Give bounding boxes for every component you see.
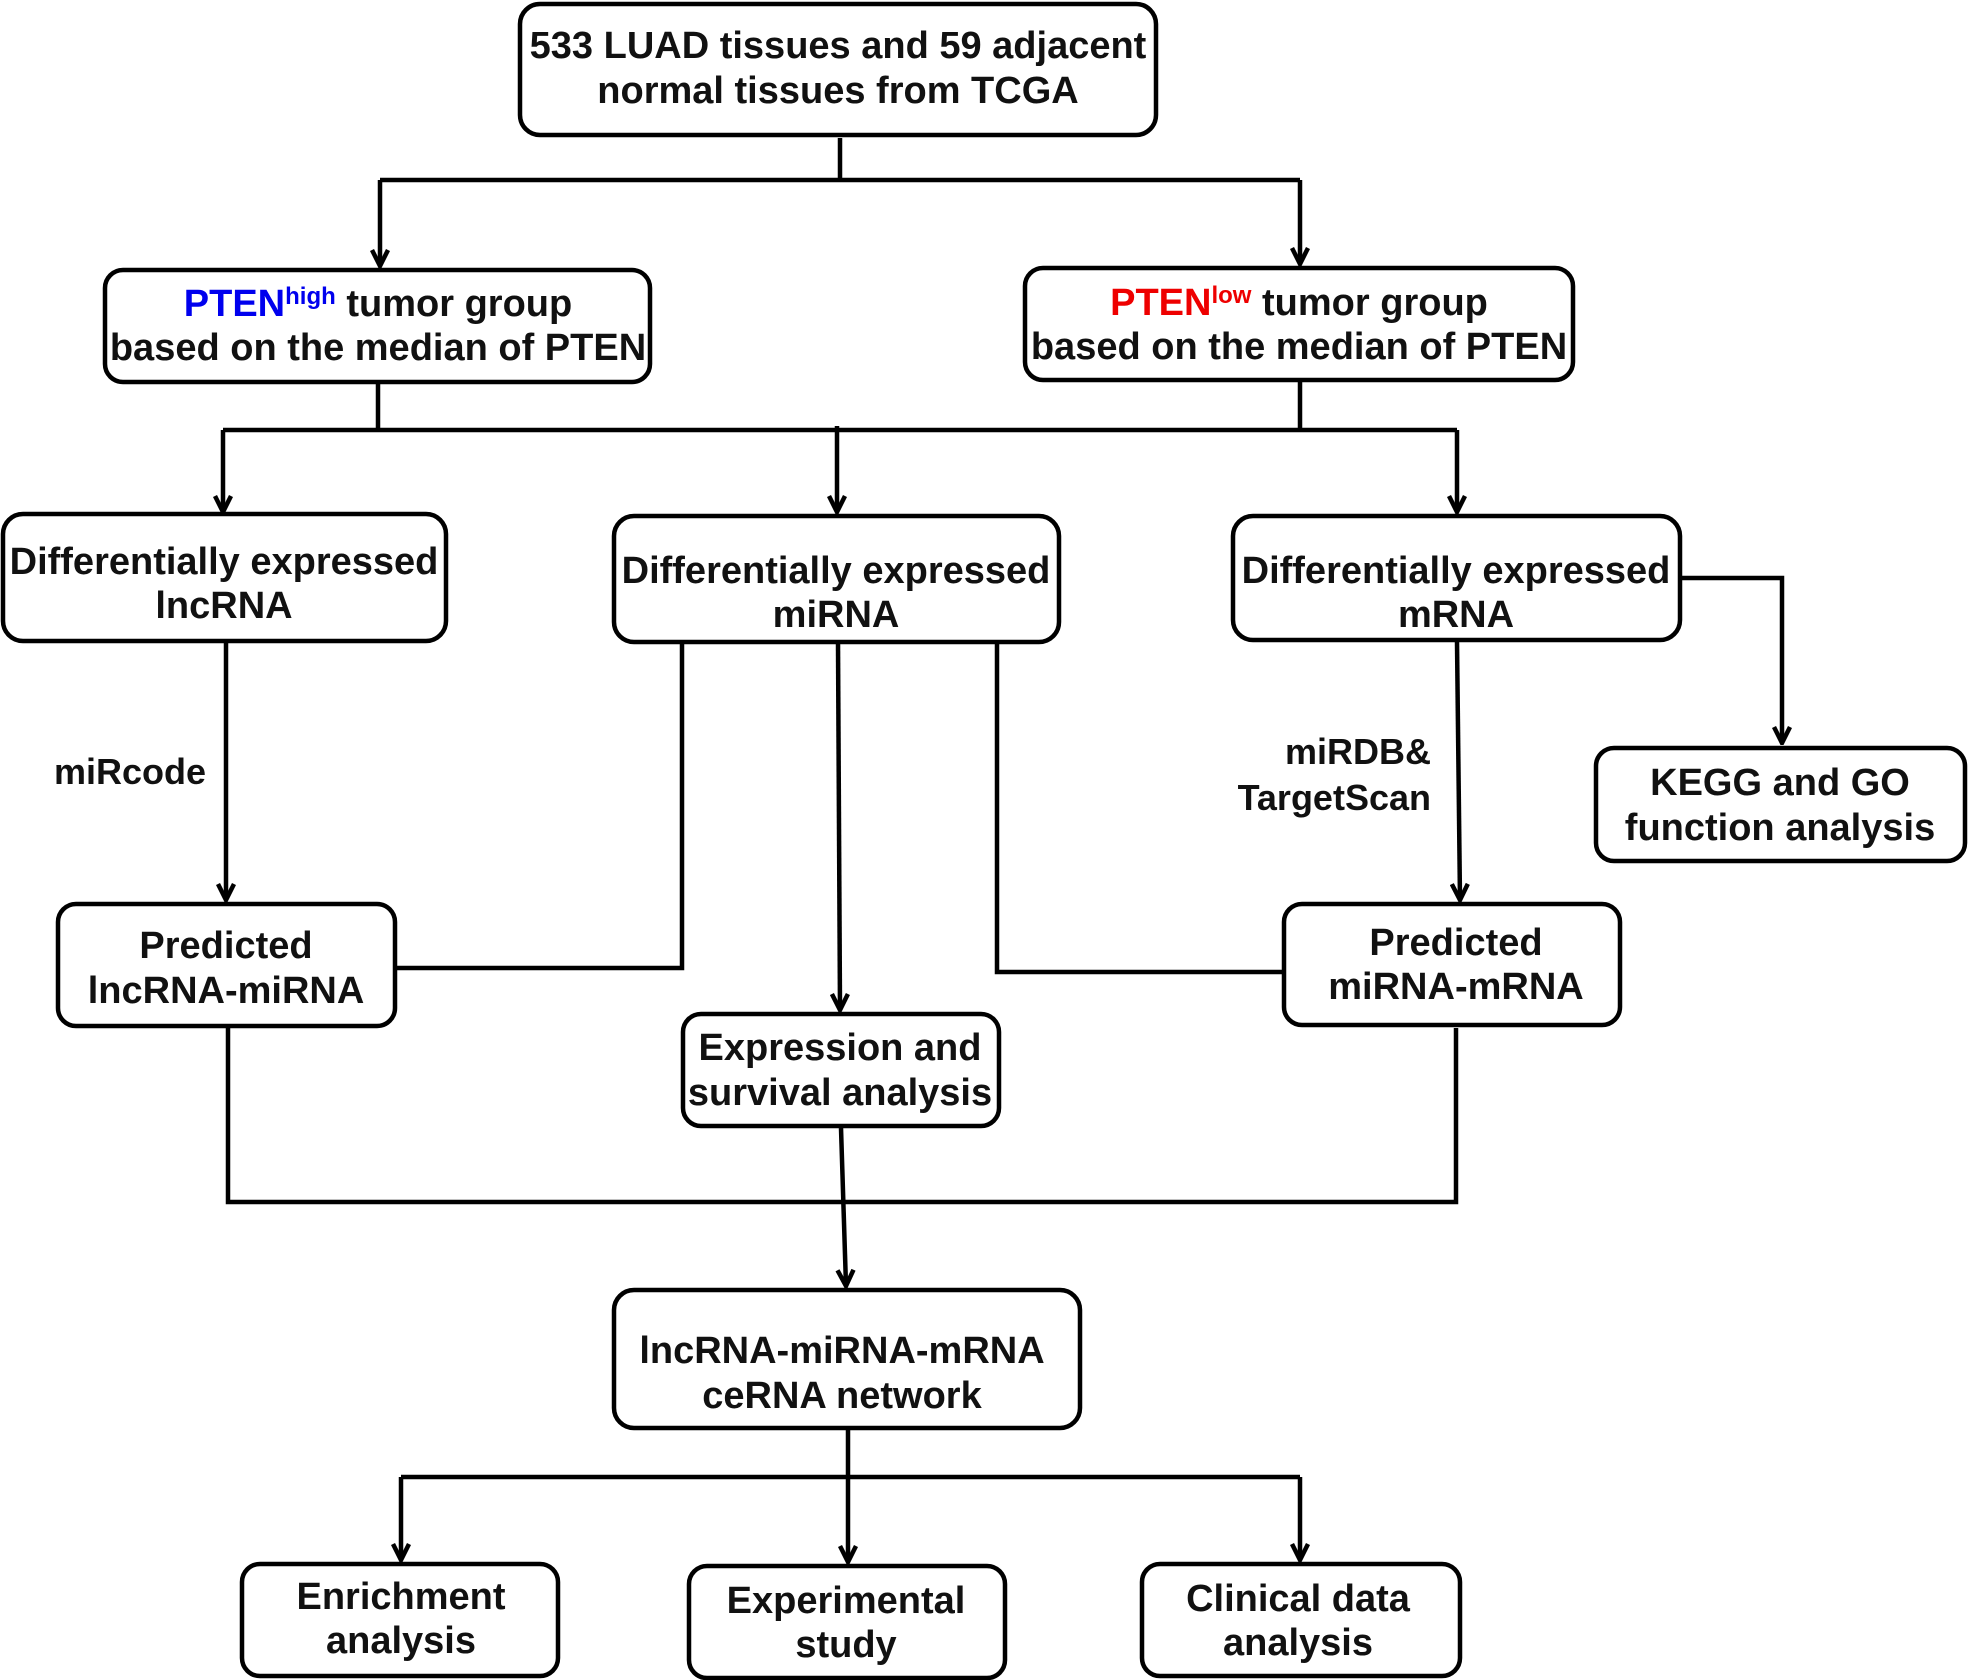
pten-low-box xyxy=(1022,265,1576,383)
expr-surv-line-1: Expression and xyxy=(699,1027,982,1069)
experimental-box xyxy=(686,1563,1008,1680)
de-mirna-line-1: Differentially expressed xyxy=(622,550,1051,592)
de-lncrna-box xyxy=(0,511,449,644)
arrow-to-cerna xyxy=(841,1127,846,1286)
source-line-2: normal tissues from TCGA xyxy=(597,70,1078,112)
node-expr-surv: Expression and survival analysis xyxy=(680,1011,1002,1129)
connector-groups-merge xyxy=(223,381,1457,433)
de-mrna-line-1: Differentially expressed xyxy=(1242,550,1671,592)
arrow-to-kegg-go xyxy=(1680,575,1782,743)
node-de-mirna: Differentially expressed miRNA xyxy=(611,513,1062,645)
de-mirna-box xyxy=(611,513,1062,645)
clinical-line-2: analysis xyxy=(1223,1622,1373,1664)
pten-high-rest: tumor group xyxy=(336,283,572,325)
edge-label-mircode: miRcode xyxy=(54,751,206,792)
edge-label-mirdb-line-2: TargetScan xyxy=(1238,777,1431,818)
de-mrna-line-2: mRNA xyxy=(1398,594,1514,636)
pten-low-term: PTEN xyxy=(1110,282,1211,324)
experimental-line-2: study xyxy=(795,1624,896,1666)
arrow-mirdb-targetscan xyxy=(1457,641,1460,900)
pred-lnc-mi-box xyxy=(55,901,398,1029)
enrichment-box xyxy=(239,1561,561,1679)
expr-surv-box xyxy=(680,1011,1002,1129)
node-clinical: Clinical data analysis xyxy=(1139,1561,1463,1679)
line-mirna-to-pred-mi xyxy=(994,642,1284,975)
pten-low-line-2: based on the median of PTEN xyxy=(1031,326,1567,368)
pten-high-line-1: PTENhigh tumor group xyxy=(184,283,572,325)
de-lncrna-line-1: Differentially expressed xyxy=(10,541,439,583)
pten-low-sup: low xyxy=(1211,282,1251,309)
connector-source-split xyxy=(380,138,1300,183)
expr-surv-line-2: survival analysis xyxy=(688,1072,992,1114)
node-enrichment: Enrichment analysis xyxy=(239,1561,561,1679)
edge-label-mirdb-line-1: miRDB& xyxy=(1285,731,1431,772)
experimental-line-1: Experimental xyxy=(727,1580,966,1622)
pred-lnc-mi-line-1: Predicted xyxy=(139,925,312,967)
de-mirna-line-2: miRNA xyxy=(773,594,900,636)
kegg-go-box xyxy=(1593,745,1968,864)
de-lncrna-line-2: lncRNA xyxy=(155,585,292,627)
node-experimental: Experimental study xyxy=(686,1563,1008,1680)
node-pred-lnc-mi: Predicted lncRNA-miRNA xyxy=(55,901,398,1029)
enrichment-line-1: Enrichment xyxy=(296,1576,505,1618)
node-source: 533 LUAD tissues and 59 adjacent normal … xyxy=(517,1,1159,138)
node-cerna: lncRNA-miRNA-mRNA ceRNA network xyxy=(611,1287,1083,1431)
pred-mi-m-line-1: Predicted xyxy=(1369,922,1542,964)
pten-high-term: PTEN xyxy=(184,283,285,325)
pten-high-line-2: based on the median of PTEN xyxy=(110,327,646,369)
kegg-go-line-1: KEGG and GO xyxy=(1650,762,1910,804)
cerna-line-2: ceRNA network xyxy=(702,1375,982,1417)
connectors xyxy=(223,138,1782,1562)
node-pten-low: PTENlow tumor group based on the median … xyxy=(1022,265,1576,383)
pten-high-sup: high xyxy=(285,283,336,310)
kegg-go-line-2: function analysis xyxy=(1625,807,1935,849)
cerna-box xyxy=(611,1287,1083,1431)
source-box xyxy=(517,1,1159,138)
pten-high-box xyxy=(102,267,653,385)
node-de-lncrna: Differentially expressed lncRNA xyxy=(0,511,449,644)
clinical-box xyxy=(1139,1561,1463,1679)
connector-cerna-split xyxy=(401,1430,1300,1480)
de-mrna-box xyxy=(1230,513,1683,643)
node-de-mrna: Differentially expressed mRNA xyxy=(1230,513,1683,643)
source-line-1: 533 LUAD tissues and 59 adjacent xyxy=(530,25,1147,67)
pred-lnc-mi-line-2: lncRNA-miRNA xyxy=(88,970,365,1012)
arrow-to-expr-surv xyxy=(838,641,840,1010)
pred-mi-m-box xyxy=(1281,901,1623,1028)
enrichment-line-2: analysis xyxy=(326,1620,476,1662)
pten-low-line-1: PTENlow tumor group xyxy=(1110,282,1488,324)
cerna-line-1: lncRNA-miRNA-mRNA xyxy=(639,1330,1044,1372)
clinical-line-1: Clinical data xyxy=(1186,1578,1411,1620)
pten-low-rest: tumor group xyxy=(1251,282,1487,324)
node-pten-high: PTENhigh tumor group based on the median… xyxy=(102,267,653,385)
line-mirna-to-pred-lnc xyxy=(395,642,685,971)
node-kegg-go: KEGG and GO function analysis xyxy=(1593,745,1968,864)
node-pred-mi-m: Predicted miRNA-mRNA xyxy=(1281,901,1623,1028)
pred-mi-m-line-2: miRNA-mRNA xyxy=(1328,966,1583,1008)
